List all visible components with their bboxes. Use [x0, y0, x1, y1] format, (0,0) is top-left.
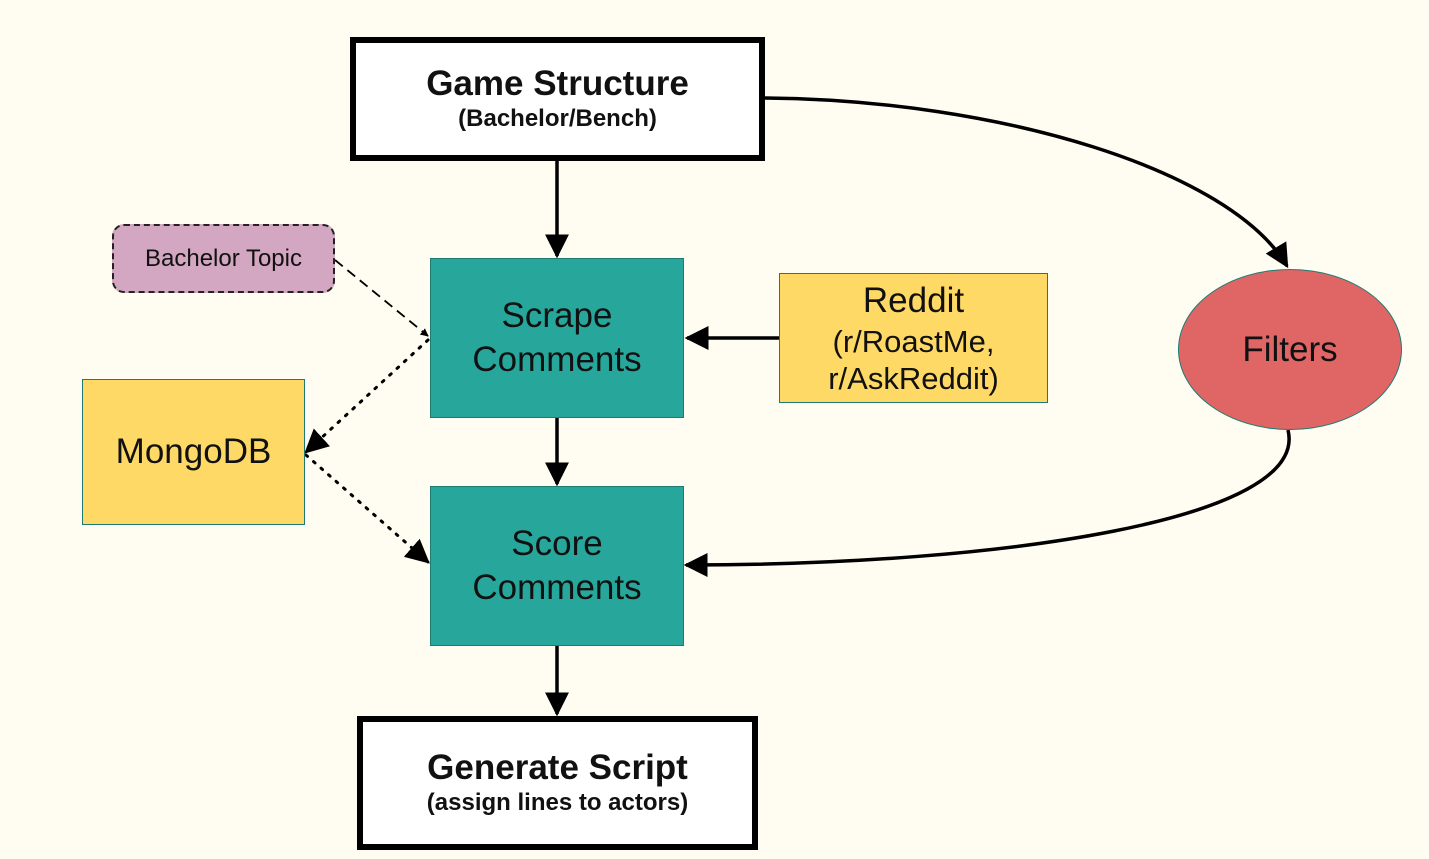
reddit-line1: Reddit	[862, 281, 965, 320]
mongodb-label: MongoDB	[115, 432, 272, 471]
game-structure-title: Game Structure	[426, 64, 689, 103]
bachelor-topic-node: Bachelor Topic	[112, 224, 335, 293]
scrape-comments-node: Scrape Comments	[430, 258, 684, 418]
generate-script-node: Generate Script (assign lines to actors)	[357, 716, 758, 850]
edge-bachelor-topic-to-scrape	[334, 259, 429, 337]
generate-script-title: Generate Script	[427, 748, 688, 787]
game-structure-subtitle: (Bachelor/Bench)	[458, 105, 657, 132]
edge-game-structure-to-filters	[764, 96, 1289, 269]
reddit-node: Reddit (r/RoastMe, r/AskReddit)	[779, 273, 1048, 403]
scrape-comments-line1: Scrape	[501, 296, 613, 335]
game-structure-node: Game Structure (Bachelor/Bench)	[350, 37, 765, 161]
scrape-comments-line2: Comments	[472, 340, 642, 379]
edge-scrape-to-mongodb	[304, 338, 430, 454]
edge-filters-to-score	[683, 429, 1291, 577]
reddit-line3: r/AskReddit)	[828, 361, 999, 396]
edge-mongodb-to-score	[304, 453, 430, 564]
generate-script-subtitle: (assign lines to actors)	[426, 789, 689, 816]
bachelor-topic-label: Bachelor Topic	[145, 244, 302, 272]
reddit-line2: (r/RoastMe,	[832, 324, 995, 359]
score-comments-node: Score Comments	[430, 486, 684, 646]
filters-label: Filters	[1242, 329, 1338, 369]
filters-node: Filters	[1178, 269, 1402, 430]
mongodb-node: MongoDB	[82, 379, 305, 525]
score-comments-line2: Comments	[472, 568, 642, 607]
score-comments-line1: Score	[511, 524, 603, 563]
